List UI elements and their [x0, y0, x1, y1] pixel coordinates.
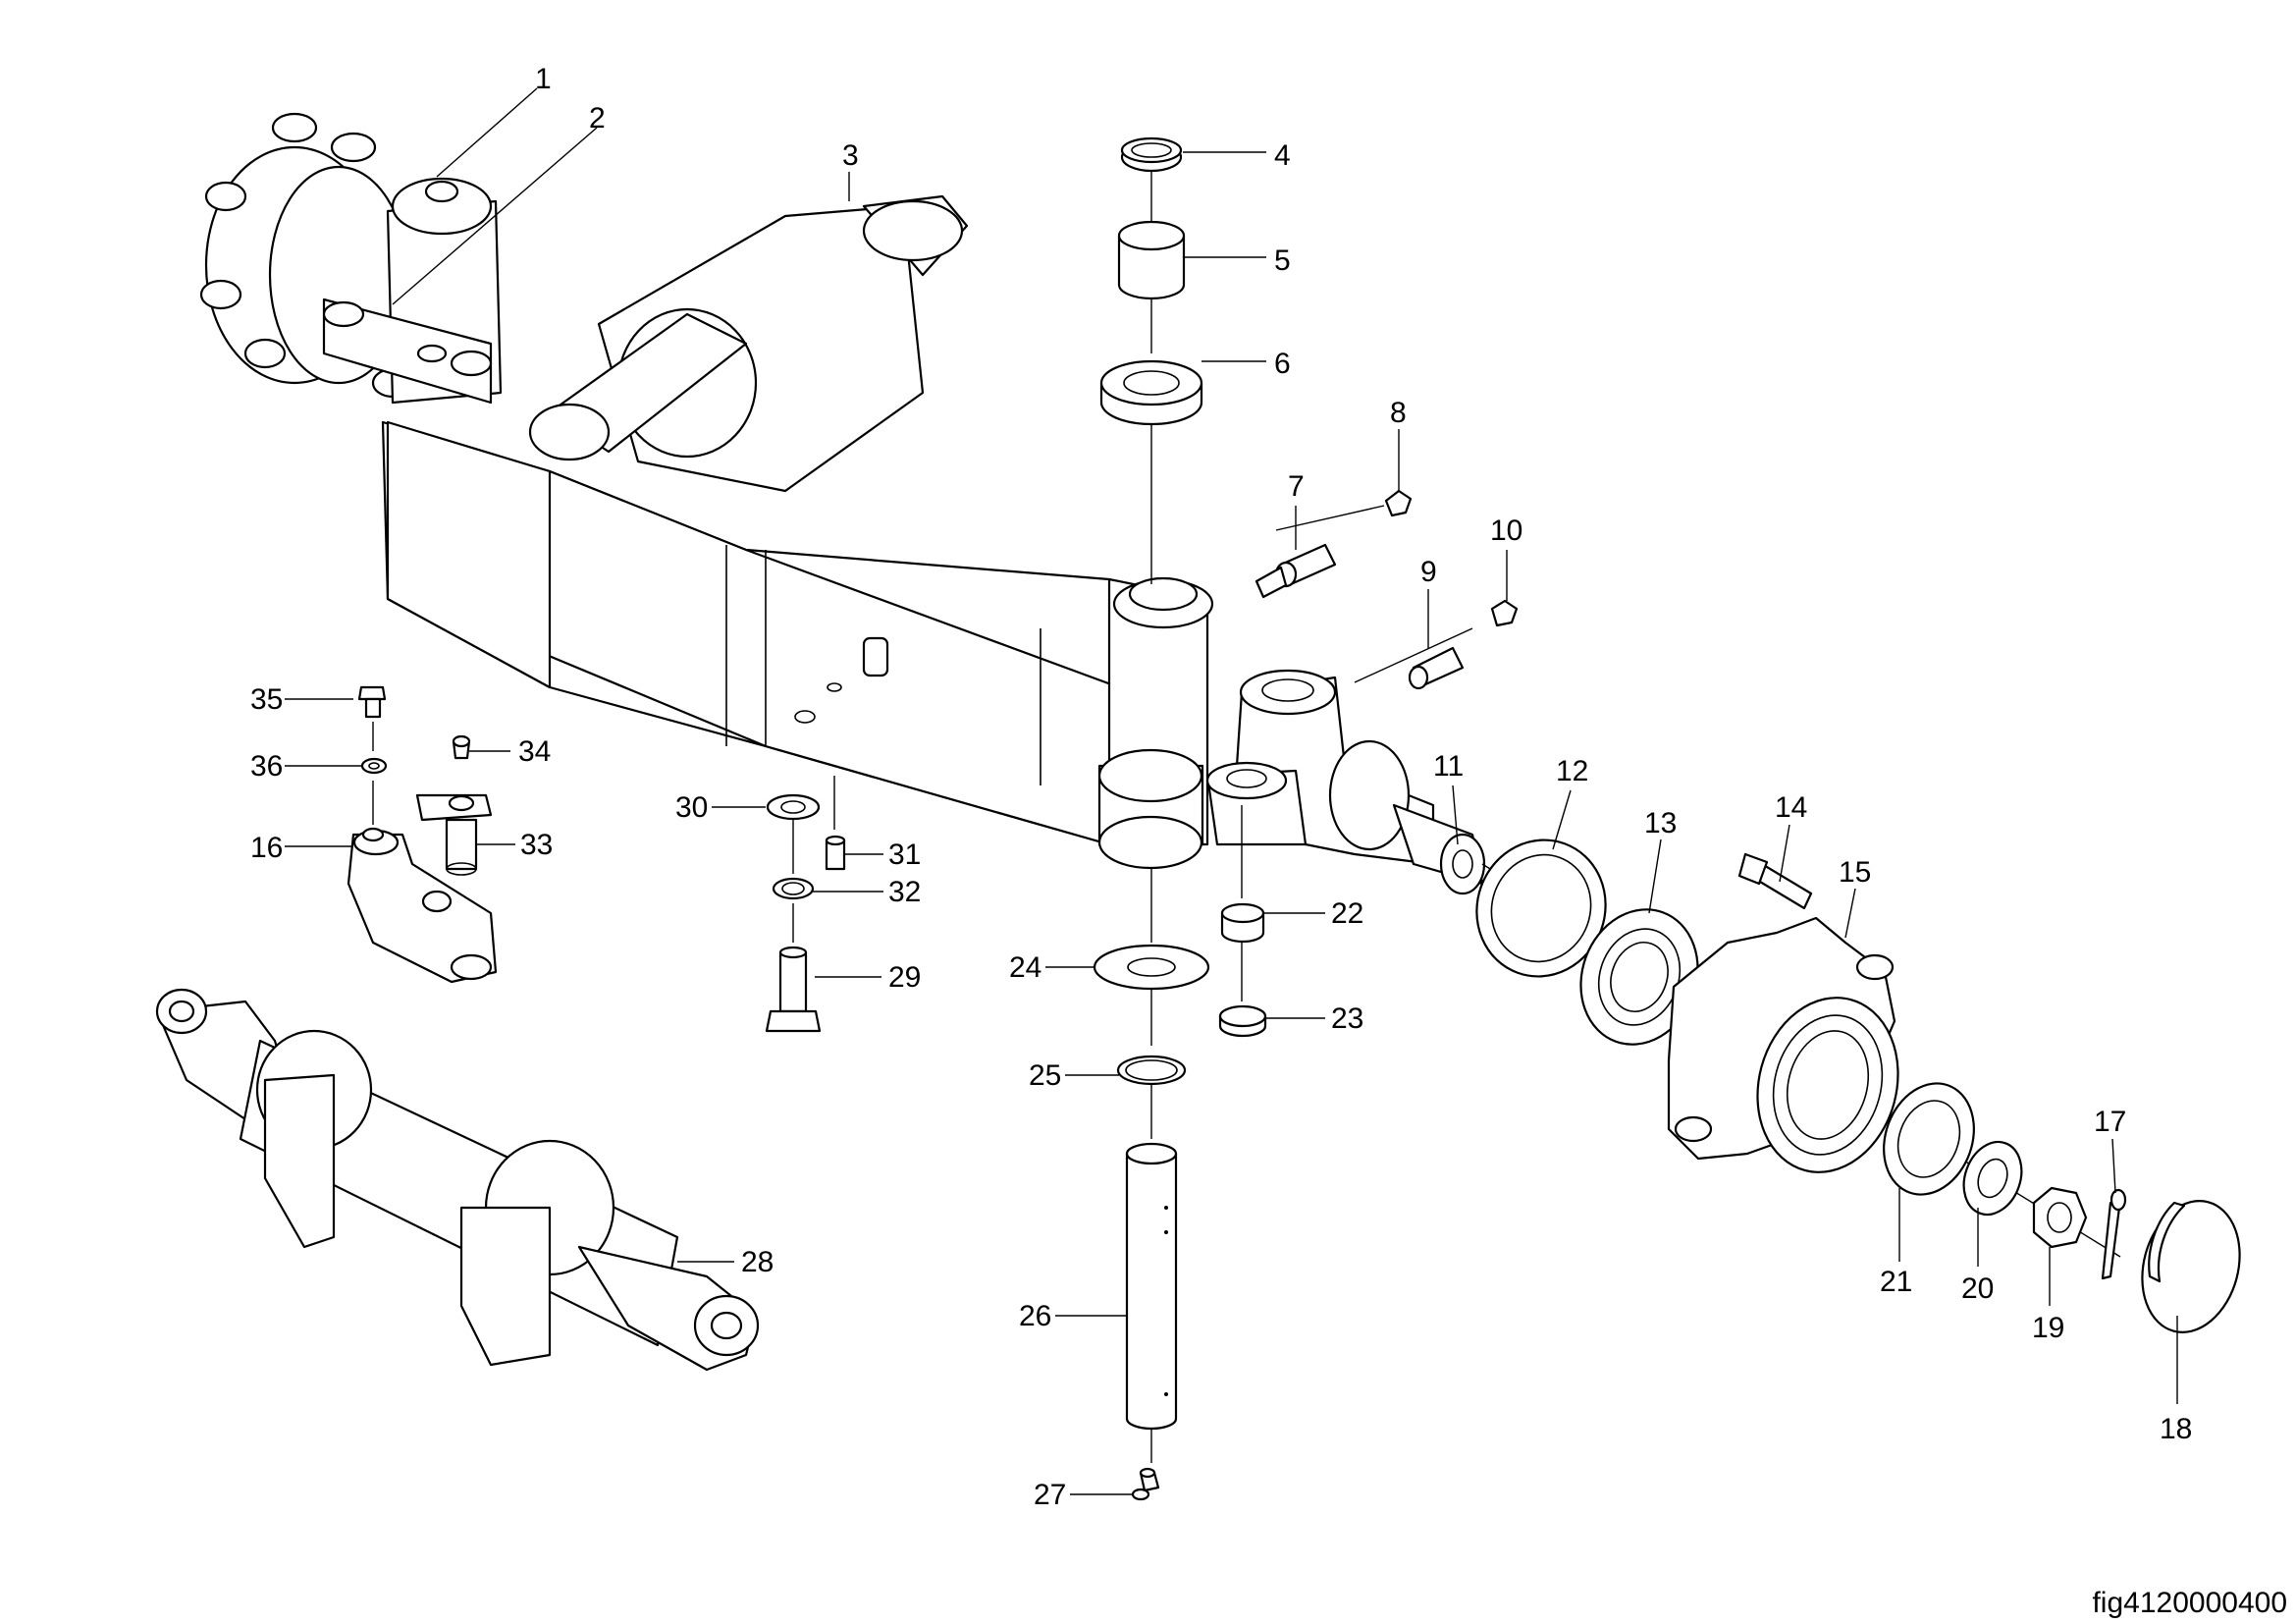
callout-2: 2 — [589, 102, 606, 135]
callout-12: 12 — [1556, 755, 1588, 787]
seal-23 — [1218, 1004, 1267, 1038]
axle-housing — [381, 194, 1214, 870]
cylinder-28 — [155, 988, 760, 1372]
bolt-35 — [357, 685, 387, 719]
callout-28: 28 — [741, 1246, 774, 1278]
callout-25: 25 — [1029, 1059, 1061, 1092]
bushing-5 — [1117, 220, 1186, 300]
pin-31 — [825, 835, 846, 871]
callout-35: 35 — [250, 683, 283, 716]
hub-15 — [1667, 916, 1899, 1173]
callout-24: 24 — [1009, 951, 1041, 984]
nut-8 — [1384, 489, 1413, 517]
callout-10: 10 — [1490, 514, 1522, 547]
callout-5: 5 — [1274, 244, 1291, 277]
stud-14 — [1737, 852, 1813, 910]
callout-3: 3 — [842, 139, 859, 172]
nut-10 — [1490, 599, 1519, 627]
callout-17: 17 — [2094, 1106, 2126, 1138]
callout-7: 7 — [1288, 470, 1305, 503]
seal-ring-4 — [1120, 136, 1183, 173]
pin-7 — [1255, 543, 1337, 599]
callout-31: 31 — [888, 839, 921, 871]
callout-15: 15 — [1839, 856, 1871, 889]
callout-33: 33 — [520, 829, 553, 861]
callout-14: 14 — [1775, 791, 1807, 824]
cotter-pin-17 — [2101, 1188, 2127, 1280]
thrust-washer-6 — [1099, 359, 1203, 426]
bracket-33 — [415, 793, 493, 876]
callout-30: 30 — [675, 791, 708, 824]
washer-36 — [360, 757, 388, 775]
oil-seal-12 — [1475, 839, 1607, 978]
callout-26: 26 — [1019, 1300, 1051, 1332]
washer-32 — [772, 877, 815, 900]
callout-18: 18 — [2160, 1413, 2192, 1445]
bolt-29 — [765, 946, 822, 1033]
callout-36: 36 — [250, 750, 283, 783]
left-wheel-hub — [199, 112, 503, 405]
callout-labels: 1 2 3 4 5 6 7 8 9 10 11 12 13 14 15 16 1… — [250, 63, 2192, 1511]
hub-cap-18 — [2141, 1200, 2241, 1333]
washer-30 — [766, 793, 821, 821]
steering-knuckle — [1205, 669, 1486, 895]
callout-16: 16 — [250, 832, 283, 864]
callout-6: 6 — [1274, 348, 1291, 380]
bearing-21 — [1883, 1082, 1975, 1196]
fitting-34 — [452, 734, 471, 760]
callout-22: 22 — [1331, 897, 1363, 930]
callout-29: 29 — [888, 961, 921, 994]
bearing-13 — [1579, 908, 1699, 1046]
callout-1: 1 — [535, 63, 552, 95]
washer-20 — [1962, 1140, 2023, 1217]
grease-fitting-27 — [1131, 1467, 1160, 1501]
thrust-washer-24 — [1093, 944, 1210, 991]
callout-32: 32 — [888, 876, 921, 908]
callout-11: 11 — [1433, 750, 1464, 783]
callout-13: 13 — [1644, 807, 1677, 839]
o-ring-25 — [1116, 1055, 1187, 1086]
callout-27: 27 — [1034, 1479, 1066, 1511]
callout-21: 21 — [1880, 1266, 1912, 1298]
king-pin-26 — [1125, 1142, 1178, 1431]
bushing-22 — [1220, 902, 1265, 944]
callout-8: 8 — [1390, 397, 1407, 429]
leader-lines — [285, 87, 2178, 1495]
callout-34: 34 — [518, 735, 551, 768]
callout-4: 4 — [1274, 139, 1291, 172]
bracket-16 — [347, 827, 498, 984]
callout-20: 20 — [1961, 1272, 1994, 1305]
callout-9: 9 — [1420, 556, 1437, 588]
callout-23: 23 — [1331, 1002, 1363, 1035]
castle-nut-19 — [2032, 1186, 2088, 1249]
callout-19: 19 — [2032, 1312, 2064, 1344]
figure-id: fig4120000400 — [2092, 1587, 2287, 1619]
pin-9 — [1408, 646, 1465, 690]
